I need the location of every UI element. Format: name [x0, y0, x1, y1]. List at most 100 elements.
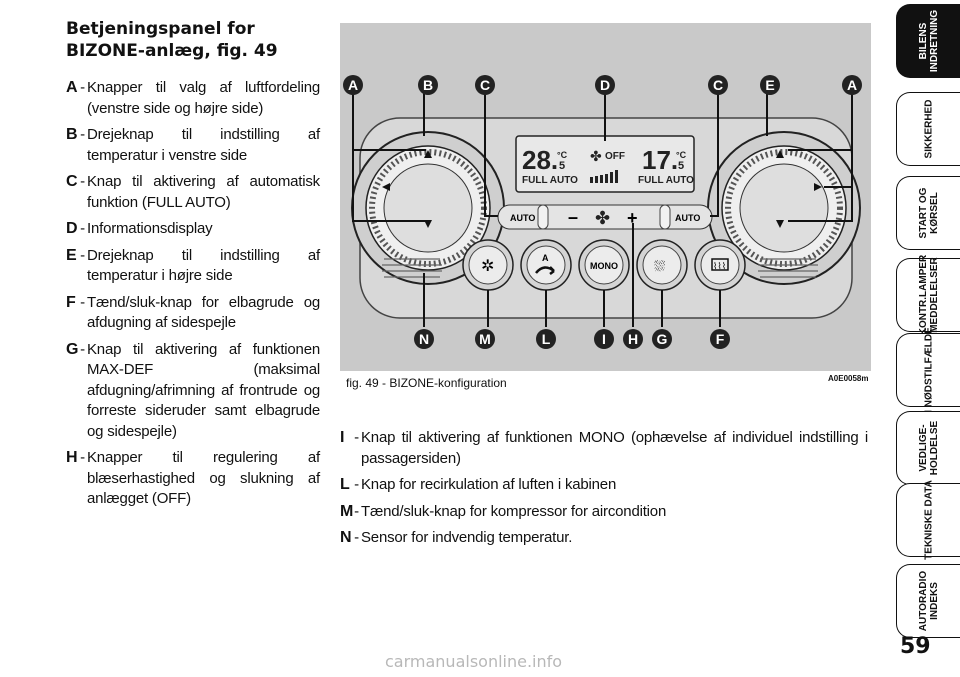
callout-badge	[623, 329, 643, 349]
item-text: Sensor for indvendig temperatur.	[361, 529, 573, 546]
item-text: Knapper til regulering af blæserhastighe…	[87, 449, 320, 507]
callout-letter: H	[628, 331, 638, 347]
left-item-list: A-Knapper til valg af luftfordeling (ven…	[66, 78, 320, 516]
item-dash: -	[80, 173, 85, 190]
callout-letter: C	[713, 77, 723, 93]
callout-badge	[595, 75, 615, 95]
callout-badge	[708, 75, 728, 95]
svg-text:5: 5	[559, 160, 565, 172]
rear-defrost-button: ⌇⌇⌇	[694, 239, 746, 291]
item-letter: F	[66, 293, 76, 311]
callout-letter: B	[423, 77, 433, 93]
svg-text:OFF: OFF	[605, 151, 625, 162]
svg-text:°C: °C	[676, 150, 687, 160]
callout-letter: A	[348, 77, 358, 93]
fan-speed-bars-icon	[590, 170, 618, 183]
list-item: B-Drejeknap til indstilling af temperatu…	[66, 125, 320, 166]
callout-letter: E	[765, 77, 774, 93]
svg-text:⌇⌇⌇: ⌇⌇⌇	[713, 261, 726, 271]
chapter-tab-label: KONTR.LAMPER MEDDELELSER	[918, 254, 940, 336]
callout-badge	[343, 75, 363, 95]
mono-button: MONO	[578, 239, 630, 291]
item-dash: -	[354, 476, 359, 493]
chapter-tab[interactable]: AUTORADIO INDEKS	[896, 564, 960, 638]
list-item: C-Knap til aktivering af automatisk funk…	[66, 172, 320, 213]
svg-text:MONO: MONO	[590, 261, 618, 271]
callout-letter: F	[716, 331, 725, 347]
svg-text:–: –	[568, 207, 578, 227]
list-item: M-Tænd/sluk-knap for kompressor for airc…	[340, 502, 868, 523]
item-letter: M	[340, 502, 354, 520]
item-text: Knapper til valg af luftfordeling (venst…	[87, 79, 320, 117]
item-letter: D	[66, 220, 78, 237]
svg-text:°C: °C	[557, 150, 568, 160]
right-temp-value: 17.	[642, 145, 678, 175]
chapter-tab-label: I NØDSTILFÆLDE	[923, 327, 935, 413]
item-text: Drejeknap til indstilling af temperatur …	[87, 246, 320, 285]
item-text: Tænd/sluk-knap for kompressor for aircon…	[361, 502, 667, 520]
svg-text:✲: ✲	[481, 258, 494, 275]
item-dash: -	[80, 126, 85, 143]
list-item: N-Sensor for indvendig temperatur.	[340, 528, 868, 549]
figure-code: A0E0058m	[828, 374, 869, 383]
item-text: Informationsdisplay	[87, 220, 213, 237]
chapter-tab[interactable]: START OG KØRSEL	[896, 176, 960, 250]
item-letter: H	[66, 449, 78, 466]
list-item: G-Knap til aktivering af funktionen MAX-…	[66, 340, 320, 443]
item-text: Tænd/sluk-knap for elbagrude og afdugnin…	[87, 293, 320, 332]
item-dash: -	[354, 529, 359, 546]
item-letter: E	[66, 246, 77, 264]
chapter-tab[interactable]: TEKNISKE DATA	[896, 480, 960, 560]
up-arrow-icon	[424, 150, 432, 158]
callout-letter: N	[419, 331, 429, 347]
svg-text:+: +	[627, 208, 638, 228]
chapter-tab-label: SIKKERHED	[923, 99, 935, 159]
callout-badge	[414, 329, 434, 349]
item-letter: L	[340, 476, 350, 493]
ac-compressor-button: ✲	[462, 239, 514, 291]
svg-text:AUTO: AUTO	[675, 213, 700, 223]
item-letter: B	[66, 126, 78, 143]
watermark: carmanualsonline.info	[385, 652, 563, 671]
item-letter: C	[66, 173, 78, 190]
chapter-tab[interactable]: BILENS INDRETNING	[896, 4, 960, 78]
item-dash: -	[80, 340, 85, 358]
svg-text:AUTO: AUTO	[510, 213, 535, 223]
callout-letter: C	[480, 77, 490, 93]
callout-badge	[710, 329, 730, 349]
svg-text:A: A	[542, 253, 549, 263]
chapter-tabs: BILENS INDRETNING SIKKERHED START OG KØRSE…	[882, 0, 960, 677]
item-dash: -	[80, 220, 85, 237]
left-arrow-icon	[382, 183, 390, 191]
callout-letter: L	[542, 331, 551, 347]
callout-badge	[760, 75, 780, 95]
item-text: Drejeknap til indstilling af temperatur …	[87, 126, 320, 164]
list-item: L-Knap for recirkulation af luften i kab…	[340, 475, 868, 496]
callout-badge	[536, 329, 556, 349]
callout-badge	[475, 75, 495, 95]
list-item: I-Knap til aktivering af funktionen MONO…	[340, 428, 868, 469]
chapter-tab[interactable]: SIKKERHED	[896, 92, 960, 166]
left-temp-value: 28.	[522, 145, 558, 175]
callout-badge	[652, 329, 672, 349]
callout-badge	[418, 75, 438, 95]
figure-49: 28. °C 5 FULL AUTO ✤ OFF 17. °C 5 FULL A…	[340, 23, 871, 371]
chapter-tab[interactable]: VEDLIGE- HOLDELSE	[896, 411, 960, 485]
chapter-tab[interactable]: KONTR.LAMPER MEDDELELSER	[896, 255, 960, 335]
svg-text:FULL AUTO: FULL AUTO	[522, 175, 578, 186]
svg-text:⛆: ⛆	[654, 258, 665, 274]
item-text: Knap til aktivering af funktionen MONO (…	[361, 429, 868, 467]
leader-lines	[352, 87, 853, 327]
callout-letter: I	[602, 331, 606, 347]
chapter-tab-label: START OG KØRSEL	[918, 187, 940, 239]
up-arrow-icon	[776, 150, 784, 158]
callout-badge	[475, 329, 495, 349]
item-dash: -	[80, 246, 85, 264]
chapter-tab[interactable]: I NØDSTILFÆLDE	[896, 327, 960, 413]
item-dash: -	[80, 79, 85, 96]
item-letter: G	[66, 340, 79, 358]
callout-letter: A	[847, 77, 857, 93]
right-item-list: I-Knap til aktivering af funktionen MONO…	[340, 428, 868, 555]
callout-letter: D	[600, 77, 610, 93]
